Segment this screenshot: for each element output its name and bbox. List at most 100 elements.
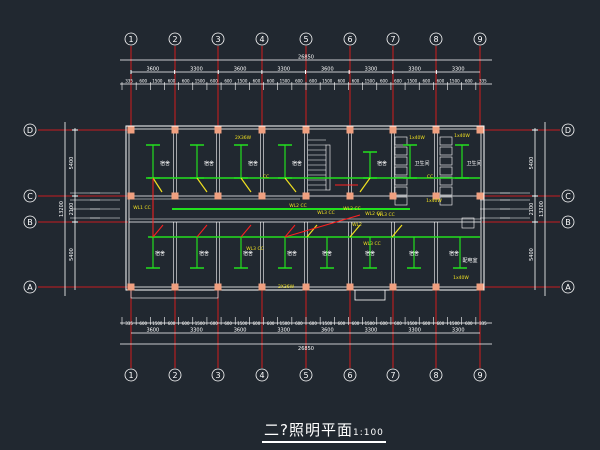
dimension-detail: 335 — [125, 79, 133, 84]
axis-bubble — [124, 32, 138, 46]
axis-bubble — [255, 32, 269, 46]
axis-bubble — [561, 280, 575, 294]
structural-column — [346, 192, 354, 200]
axis-label: B — [565, 218, 571, 227]
dimension-detail: 600 — [309, 79, 317, 84]
structural-column — [127, 283, 135, 291]
dimension-detail: 600 — [309, 321, 317, 326]
dimension-detail: 600 — [253, 321, 261, 326]
axis-label: 2 — [172, 371, 177, 380]
dimension-detail: 600 — [338, 321, 346, 326]
axis-label: 4 — [259, 35, 264, 44]
axis-label: B — [27, 218, 33, 227]
dimension-detail: 1500 — [152, 79, 163, 84]
light-switch — [240, 177, 252, 193]
axis-bubble — [561, 215, 575, 229]
axis-bubble — [23, 280, 37, 294]
axis-label: A — [27, 283, 33, 292]
dimension-detail: 1500 — [450, 79, 461, 84]
structural-column — [302, 192, 310, 200]
room-label: 宿舍 — [377, 160, 387, 167]
room-label: 卫生间 — [414, 160, 429, 167]
balcony — [130, 289, 219, 299]
toilet-stall — [439, 156, 453, 166]
dimension-detail: 600 — [267, 79, 275, 84]
dimension-bay: 3600 — [234, 328, 247, 334]
axis-label: 8 — [433, 35, 438, 44]
axis-label: D — [565, 126, 571, 135]
dimension-detail: 1500 — [152, 321, 163, 326]
dimension-bay: 3300 — [190, 67, 203, 73]
light-switch — [359, 177, 371, 193]
toilet-stall — [439, 136, 453, 146]
axis-label: 5 — [303, 35, 308, 44]
structural-column — [214, 283, 222, 291]
axis-label: A — [565, 283, 571, 292]
light-switch — [284, 177, 297, 193]
toilet-stall — [394, 186, 408, 196]
dimension-detail: 600 — [182, 321, 190, 326]
title-text: 二?照明平面 — [264, 421, 353, 439]
dimension-detail: 600 — [380, 321, 388, 326]
fixture-label: 2X36W — [278, 284, 295, 290]
dimension-detail: 600 — [210, 79, 218, 84]
structural-column — [258, 126, 266, 134]
circuit-label: WL3 CC — [246, 246, 264, 252]
structural-column — [214, 126, 222, 134]
axis-bubble — [429, 32, 443, 46]
circuit-label: CC — [427, 174, 433, 180]
dimension-detail: 600 — [295, 321, 303, 326]
axis-bubble — [255, 368, 269, 382]
structural-column — [476, 192, 484, 200]
dimension-side: 13200 — [539, 201, 545, 217]
axis-label: 1 — [128, 371, 133, 380]
toilet-stall — [394, 156, 408, 166]
structural-column — [432, 192, 440, 200]
axis-bubble — [386, 32, 400, 46]
structural-column — [389, 192, 397, 200]
structural-column — [127, 192, 135, 200]
structural-column — [389, 283, 397, 291]
fixture-label: 1x40W — [409, 135, 425, 141]
toilet-stall — [394, 146, 408, 156]
dimension-overall: 26850 — [298, 55, 314, 61]
axis-bubble — [429, 368, 443, 382]
drawing-title: 二?照明平面1:100 — [262, 419, 386, 443]
axis-label: C — [565, 192, 571, 201]
circuit-label: WL3 CC — [317, 210, 335, 216]
dimension-detail: 600 — [224, 321, 232, 326]
axis-label: 1 — [128, 35, 133, 44]
dimension-detail: 1500 — [280, 79, 291, 84]
room-label: 宿舍 — [449, 250, 459, 257]
light-switch — [196, 177, 208, 193]
dimension-bay: 3300 — [365, 328, 378, 334]
distribution-wire — [240, 224, 252, 238]
light-switch — [152, 177, 163, 193]
circuit-label: WL1 CC — [133, 205, 151, 211]
dimension-detail: 1500 — [450, 321, 461, 326]
axis-bubble — [23, 215, 37, 229]
dimension-detail: 600 — [224, 79, 232, 84]
axis-bubble — [168, 368, 182, 382]
axis-bubble — [211, 368, 225, 382]
dimension-detail: 600 — [422, 79, 430, 84]
dimension-detail: 600 — [210, 321, 218, 326]
dimension-detail: 1500 — [237, 321, 248, 326]
dimension-detail: 600 — [182, 79, 190, 84]
dimension-detail: 600 — [380, 79, 388, 84]
axis-label: 3 — [215, 35, 220, 44]
dimension-bay: 3300 — [408, 328, 421, 334]
structural-column — [214, 192, 222, 200]
circuit-label: WL2 CC — [365, 211, 383, 217]
axis-label: 7 — [390, 35, 395, 44]
dimension-detail: 600 — [352, 321, 360, 326]
dimension-detail: 600 — [168, 79, 176, 84]
room-label: 宿舍 — [155, 250, 165, 257]
axis-label: 9 — [477, 35, 482, 44]
toilet-stall — [439, 176, 453, 186]
dimension-bay: 3600 — [146, 328, 159, 334]
structural-column — [302, 283, 310, 291]
distribution-wire — [152, 224, 164, 238]
